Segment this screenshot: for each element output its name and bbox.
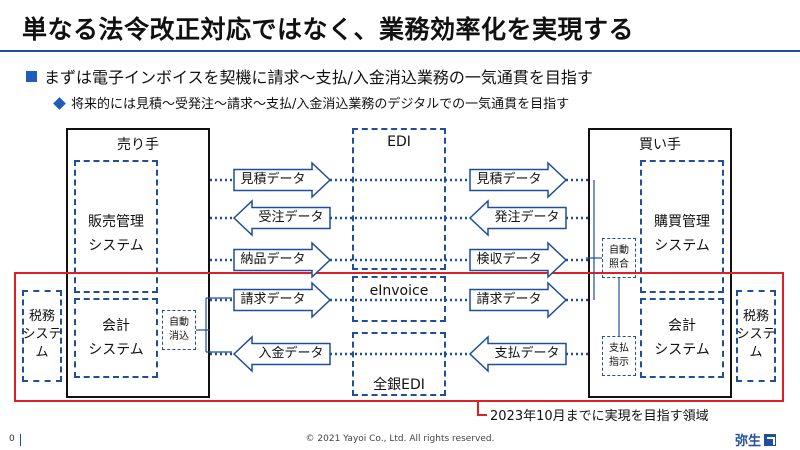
logo-mark-icon: [764, 434, 777, 446]
buyer-accounting-system-text: 会計 システム: [654, 318, 710, 358]
seller-sales-system-text: 販売管理 システム: [88, 214, 144, 254]
square-bullet-icon: [26, 71, 37, 82]
flow-label-left-0: 見積データ: [240, 172, 306, 187]
seller-auto-reconcile-text: 自動 消込: [169, 317, 189, 342]
footer-divider: [20, 434, 21, 446]
target-connector-h: [477, 414, 487, 416]
flow-label-right-2: 検収データ: [476, 252, 542, 267]
page-number: 0: [9, 434, 15, 444]
seller-auto-reconcile-box: [162, 310, 196, 350]
seller-accounting-system-box: [74, 298, 158, 378]
seller-sales-system-box: [74, 160, 158, 293]
buyer-accounting-system-box: [640, 298, 724, 378]
buyer-tax-system-box: [736, 290, 776, 382]
title-rule: [0, 50, 800, 52]
buyer-tax-system-text: 税務 システム: [736, 309, 776, 360]
flow-label-right-3: 請求データ: [476, 292, 542, 307]
logo-text: 弥生: [735, 434, 762, 449]
buyer-title: 買い手: [639, 137, 681, 153]
seller-tax-system-text: 税務 システム: [22, 309, 62, 360]
zengin-edi-label: 全銀EDI: [373, 377, 425, 393]
target-note: 2023年10月までに実現を目指す領域: [490, 409, 709, 424]
bullet-primary: まずは電子インボイスを契機に請求〜支払/入金消込業務の一気通貫を目指す: [44, 68, 593, 87]
seller-tax-system-label: 税務 システム: [22, 308, 62, 362]
einvoice-label: eInvoice: [369, 283, 429, 299]
seller-box: [66, 128, 210, 398]
seller-accounting-system-label: 会計 システム: [74, 314, 158, 362]
diamond-bullet-icon: [53, 97, 66, 110]
company-logo: 弥生: [735, 430, 777, 449]
zengin-edi-box: [352, 332, 446, 396]
seller-sales-system-label: 販売管理 システム: [74, 210, 158, 258]
seller-accounting-system-text: 会計 システム: [88, 318, 144, 358]
target-connector: [477, 402, 479, 415]
buyer-purchase-system-box: [640, 160, 724, 293]
flow-label-right-1: 発注データ: [494, 210, 560, 225]
flow-label-left-1: 受注データ: [258, 210, 324, 225]
buyer-auto-match-text: 自動 照合: [609, 245, 629, 270]
flow-label-left-2: 納品データ: [240, 252, 306, 267]
edi-box: [352, 128, 446, 270]
flow-label-left-3: 請求データ: [240, 292, 306, 307]
page-title: 単なる法令改正対応ではなく、業務効率化を実現する: [22, 15, 635, 44]
flow-label-right-0: 見積データ: [476, 172, 542, 187]
buyer-auto-match-label: 自動 照合: [602, 244, 636, 272]
edi-label: EDI: [387, 134, 411, 150]
flow-label-left-4: 入金データ: [258, 346, 324, 361]
buyer-payment-instruction-text: 支払 指示: [609, 343, 629, 368]
buyer-purchase-system-text: 購買管理 システム: [654, 214, 710, 254]
flow-label-right-4: 支払データ: [494, 346, 560, 361]
seller-title: 売り手: [117, 137, 159, 153]
buyer-box: [588, 128, 732, 398]
buyer-auto-match-box: [602, 238, 636, 278]
buyer-accounting-system-label: 会計 システム: [640, 314, 724, 362]
target-scope-box: [14, 272, 784, 402]
buyer-payment-instruction-label: 支払 指示: [602, 342, 636, 370]
bullet-secondary: 将来的には見積〜受発注〜請求〜支払/入金消込業務のデジタルでの一気通貫を目指す: [71, 97, 570, 112]
seller-tax-system-box: [22, 290, 62, 382]
buyer-tax-system-label: 税務 システム: [736, 308, 776, 362]
buyer-purchase-system-label: 購買管理 システム: [640, 210, 724, 258]
copyright: © 2021 Yayoi Co., Ltd. All rights reserv…: [305, 434, 495, 444]
seller-auto-reconcile-label: 自動 消込: [162, 316, 196, 344]
buyer-payment-instruction-box: [602, 336, 636, 376]
